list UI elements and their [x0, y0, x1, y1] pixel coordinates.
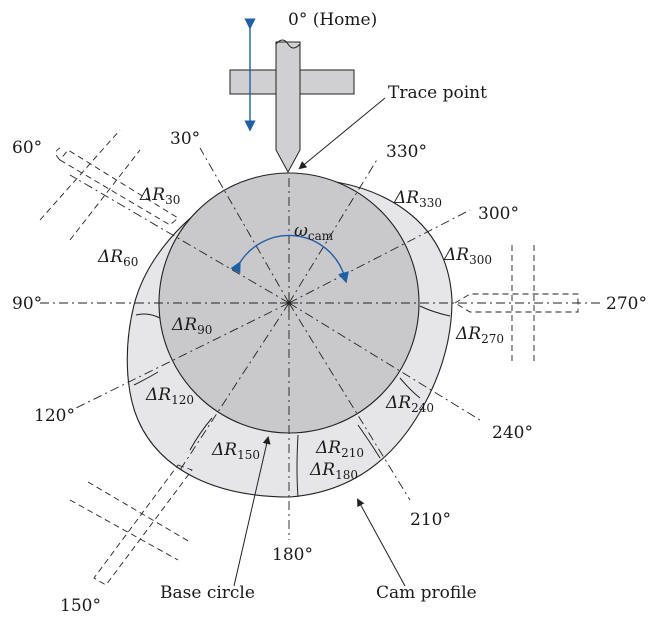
delta-r-90: ΔR90 — [171, 315, 212, 337]
delta-r-330: ΔR330 — [393, 188, 442, 210]
angle-60-label: 60° — [12, 138, 42, 158]
delta-r-180: ΔR180 — [309, 460, 358, 482]
follower-270 — [454, 245, 579, 365]
angle-330-label: 330° — [386, 142, 427, 162]
angle-30-label: 30° — [170, 129, 200, 149]
cam-profile-leader — [357, 498, 406, 587]
angle-0-label: 0° (Home) — [288, 10, 377, 30]
delta-r-120: ΔR120 — [145, 385, 194, 407]
angle-120-label: 120° — [34, 406, 75, 426]
angle-150-label: 150° — [60, 596, 101, 616]
follower-60 — [39, 129, 179, 241]
follower-150 — [69, 464, 193, 586]
angle-210-label: 210° — [410, 510, 451, 530]
trace-point-leader — [298, 97, 386, 170]
delta-r-braces — [133, 305, 451, 498]
trace-point-label: Trace point — [388, 83, 487, 103]
angle-300-label: 300° — [478, 204, 519, 224]
delta-r-30: ΔR30 — [139, 185, 180, 207]
delta-r-240: ΔR240 — [385, 393, 434, 415]
angle-180-label: 180° — [272, 545, 313, 565]
delta-r-210: ΔR210 — [315, 438, 364, 460]
omega-arc — [230, 234, 349, 284]
angle-90-label: 90° — [12, 294, 42, 314]
delta-r-150: ΔR150 — [211, 440, 260, 462]
delta-r-60: ΔR60 — [97, 247, 138, 269]
base-circle-leader — [233, 436, 271, 587]
cam-profile-label: Cam profile — [376, 583, 477, 603]
omega-label: ωcam — [294, 221, 334, 243]
angle-270-label: 270° — [606, 294, 647, 314]
angle-240-label: 240° — [492, 423, 533, 443]
delta-r-270: ΔR270 — [455, 324, 504, 346]
follower-home — [229, 18, 355, 174]
base-circle-label: Base circle — [160, 583, 255, 603]
delta-r-300: ΔR300 — [443, 245, 492, 267]
